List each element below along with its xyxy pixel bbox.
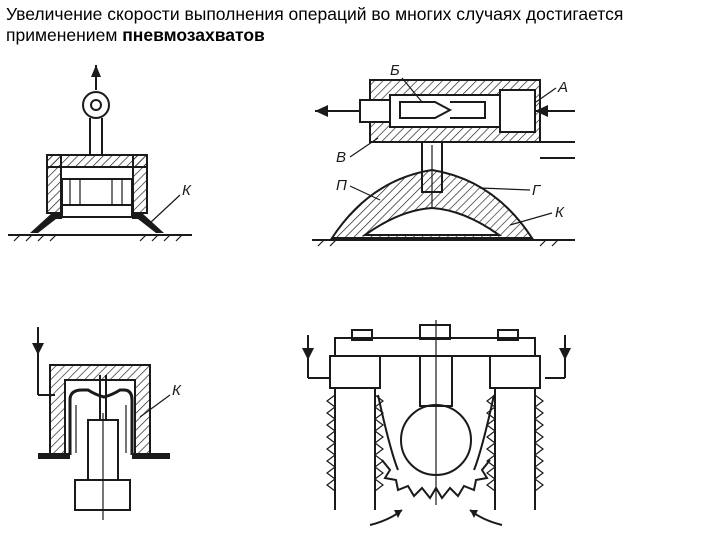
figure-2-ejector-gripper: Б А В П Г К	[312, 62, 575, 247]
label-v: В	[336, 149, 346, 166]
label-b: Б	[390, 62, 400, 79]
label-a: А	[557, 79, 568, 96]
label-p: П	[336, 177, 347, 194]
slide-caption: Увеличение скорости выполнения операций …	[6, 4, 706, 46]
label-k: К	[555, 204, 565, 221]
label-k: К	[182, 182, 192, 199]
figure-4-twin-bellows-gripper	[302, 320, 571, 526]
caption-text: Увеличение скорости выполнения операций …	[6, 4, 624, 45]
label-g: Г	[532, 182, 542, 199]
label-k: К	[172, 382, 182, 399]
figure-3-bellows-gripper: К	[32, 327, 182, 520]
figure-1-suction-gripper: К	[8, 65, 192, 242]
caption-bold-term: пневмозахватов	[122, 25, 265, 45]
